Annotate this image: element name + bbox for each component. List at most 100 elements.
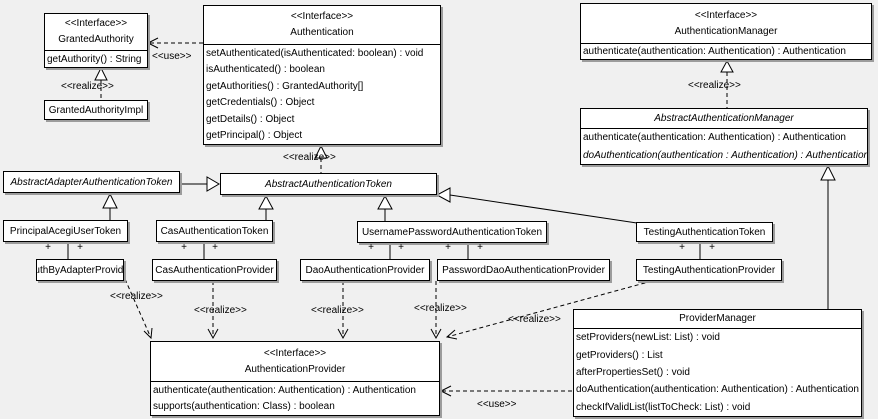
class-authentication: <<Interface>> Authentication setAuthenti… (203, 5, 441, 145)
class-abstract-adapter-authentication-token: AbstractAdapterAuthenticationToken (3, 171, 180, 193)
association-plus: + (77, 242, 83, 253)
method: doAuthentication(authentication: Authent… (576, 384, 859, 396)
class-name: PrincipalAcegiUserToken (9, 225, 122, 237)
method: getAuthority() : String (47, 53, 142, 65)
class-name: GrantedAuthorityImpl (48, 104, 144, 116)
class-name: TestingAuthenticationToken (643, 226, 766, 238)
edge-generalization-provider-manager (820, 164, 836, 309)
method: isAuthenticated() : boolean (206, 64, 325, 76)
class-name: CasAuthenticationProvider (155, 264, 274, 276)
class-name: AbstractAuthenticationManager (654, 112, 794, 124)
class-granted-authority-impl: GrantedAuthorityImpl (44, 100, 148, 120)
method: supports(authentication: Class) : boolea… (153, 401, 335, 413)
method: getProviders() : List (576, 349, 663, 361)
method-list: setAuthenticated(isAuthenticated: boolea… (204, 44, 440, 144)
association-plus: + (445, 242, 451, 253)
association-plus: + (709, 242, 715, 253)
class-title: <<Interface>> Authentication (204, 6, 440, 44)
edge-realize-abstract-authentication-token (314, 144, 328, 173)
method-list: authenticate(authentication: Authenticat… (581, 128, 867, 164)
use-label: <<use>> (152, 51, 192, 62)
method: authenticate(authentication: Authenticat… (583, 46, 846, 57)
class-username-password-authentication-token: UsernamePasswordAuthenticationToken (357, 221, 547, 243)
stereotype-label: <<Interface>> (263, 347, 327, 359)
association-plus: + (181, 242, 187, 253)
class-name: AbstractAuthenticationToken (265, 178, 392, 190)
class-authentication-manager: <<Interface>> AuthenticationManager auth… (580, 3, 872, 60)
class-password-dao-authentication-provider: PasswordDaoAuthenticationProvider (437, 259, 610, 281)
class-name: AbstractAdapterAuthenticationToken (10, 176, 173, 188)
realize-label: <<realize>> (61, 81, 114, 92)
edge-realize-passworddao-provider (430, 281, 442, 340)
method-list: authenticate(authentication: Authenticat… (151, 381, 439, 415)
realize-label: <<realize>> (194, 305, 247, 316)
edge-realize-authbyadapter-provider (124, 278, 153, 340)
realize-label: <<realize>> (414, 303, 467, 314)
class-title: <<Interface>> AuthenticationProvider (151, 342, 439, 381)
class-dao-authentication-provider: DaoAuthenticationProvider (300, 259, 430, 281)
class-title: <<Interface>> AuthenticationManager (581, 4, 871, 43)
edge-generalization-adapter-token (180, 176, 220, 192)
method: getPrincipal() : Object (206, 130, 303, 142)
class-provider-manager: ProviderManager setProviders(newList: Li… (573, 309, 862, 417)
edge-generalization-principal-token (102, 192, 118, 220)
method: authenticate(authentication: Authenticat… (583, 132, 846, 144)
edge-use-providermanager-authenticationprovider (439, 385, 572, 397)
class-cas-authentication-provider: CasAuthenticationProvider (152, 259, 277, 281)
method-list: setProviders(newList: List) : void getPr… (574, 328, 861, 416)
class-name: GrantedAuthority (58, 34, 134, 45)
association-plus: + (45, 242, 51, 253)
class-name: CasAuthenticationToken (160, 225, 269, 237)
association-plus: + (398, 242, 404, 253)
association-plus: + (679, 242, 685, 253)
association-plus: + (212, 242, 218, 253)
stereotype-label: <<Interface>> (64, 18, 128, 29)
class-granted-authority: <<Interface>> GrantedAuthority getAuthor… (44, 13, 148, 68)
class-auth-by-adapter-provider: AuthByAdapterProvider (36, 259, 124, 281)
realize-label: <<realize>> (508, 314, 561, 325)
method: getDetails() : Object (206, 113, 295, 125)
class-title: <<Interface>> GrantedAuthority (45, 14, 147, 50)
edge-realize-cas-provider (207, 281, 219, 340)
edge-generalization-testing-token (435, 187, 638, 224)
edge-realize-abstract-authentication-manager (720, 59, 734, 108)
stereotype-label: <<Interface>> (694, 9, 758, 21)
method: checkIfValidList(listToCheck: List) : vo… (576, 401, 751, 413)
use-label: <<use>> (477, 399, 517, 410)
class-name: AuthByAdapterProvider (37, 264, 124, 276)
class-title: ProviderManager (574, 310, 861, 328)
class-authentication-provider: <<Interface>> AuthenticationProvider aut… (150, 341, 440, 416)
class-testing-authentication-provider: TestingAuthenticationProvider (636, 259, 782, 281)
realize-label: <<realize>> (110, 291, 163, 302)
edge-realize-granted-authority-impl (94, 66, 108, 100)
realize-label: <<realize>> (283, 152, 336, 163)
edge-generalization-cas-token (258, 194, 274, 220)
class-abstract-authentication-manager: AbstractAuthenticationManager authentica… (580, 108, 868, 165)
class-name: PasswordDaoAuthenticationProvider (442, 264, 605, 276)
class-name: AuthenticationManager (674, 25, 778, 37)
stereotype-label: <<Interface>> (290, 11, 354, 22)
method: afterPropertiesSet() : void (576, 366, 690, 378)
method: getCredentials() : Object (206, 97, 315, 109)
method-abstract: doAuthentication(authentication : Authen… (583, 149, 867, 161)
class-name: AuthenticationProvider (244, 363, 346, 375)
class-principal-acegi-user-token: PrincipalAcegiUserToken (3, 220, 128, 242)
class-name: DaoAuthenticationProvider (305, 264, 425, 276)
method: getAuthorities() : GrantedAuthority[] (206, 80, 364, 92)
class-name: UsernamePasswordAuthenticationToken (361, 226, 543, 238)
class-name: Authentication (290, 27, 354, 38)
class-testing-authentication-token: TestingAuthenticationToken (636, 222, 773, 242)
edge-generalization-usernamepassword-token (377, 194, 393, 221)
class-title: AbstractAuthenticationManager (581, 109, 867, 128)
method-list: authenticate(authentication: Authenticat… (581, 43, 871, 59)
realize-label: <<realize>> (311, 305, 364, 316)
edge-realize-dao-provider (337, 281, 349, 340)
association-plus: + (477, 242, 483, 253)
realize-label: <<realize>> (688, 80, 741, 91)
method: authenticate(authentication: Authenticat… (153, 384, 416, 396)
association-plus: + (368, 242, 374, 253)
method: setProviders(newList: List) : void (576, 332, 720, 344)
method-list: getAuthority() : String (45, 50, 147, 67)
